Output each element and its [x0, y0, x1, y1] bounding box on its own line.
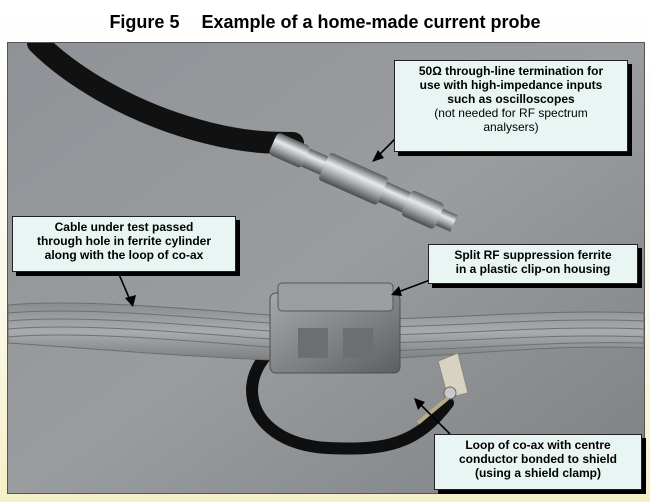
loop-line2: conductor bonded to shield — [459, 452, 617, 466]
ferrite-housing — [269, 282, 401, 374]
figure-caption: Example of a home-made current probe — [201, 12, 541, 32]
cable-line2: through hole in ferrite cylinder — [36, 234, 212, 248]
loop-line3: (using a shield clamp) — [474, 466, 602, 480]
cable-line1: Cable under test passed — [54, 220, 194, 234]
figure-title: Figure 5 Example of a home-made current p… — [0, 12, 650, 33]
termination-label: 50Ω through-line termination for use wit… — [394, 60, 628, 152]
cable-line3: along with the loop of co-ax — [44, 248, 204, 262]
termination-line1: 50Ω through-line termination for — [418, 64, 604, 78]
coax-loop — [246, 327, 454, 455]
ferrite-line2: in a plastic clip-on housing — [455, 262, 611, 276]
coax-cable-top — [27, 43, 304, 154]
termination-line2: use with high-impedance inputs — [419, 78, 603, 92]
ferrite-line1: Split RF suppression ferrite — [454, 248, 612, 262]
figure-number: Figure 5 — [109, 12, 180, 32]
ferrite-label: Split RF suppression ferrite in a plasti… — [428, 244, 638, 284]
termination-line4: (not needed for RF spectrum — [434, 106, 588, 120]
termination-line3: such as oscilloscopes — [447, 92, 575, 106]
loop-line1: Loop of co-ax with centre — [465, 438, 611, 452]
loop-label: Loop of co-ax with centre conductor bond… — [434, 434, 642, 490]
bnc-termination — [269, 133, 458, 232]
termination-line5: analysers) — [483, 120, 539, 134]
cable-label: Cable under test passed through hole in … — [12, 216, 236, 272]
